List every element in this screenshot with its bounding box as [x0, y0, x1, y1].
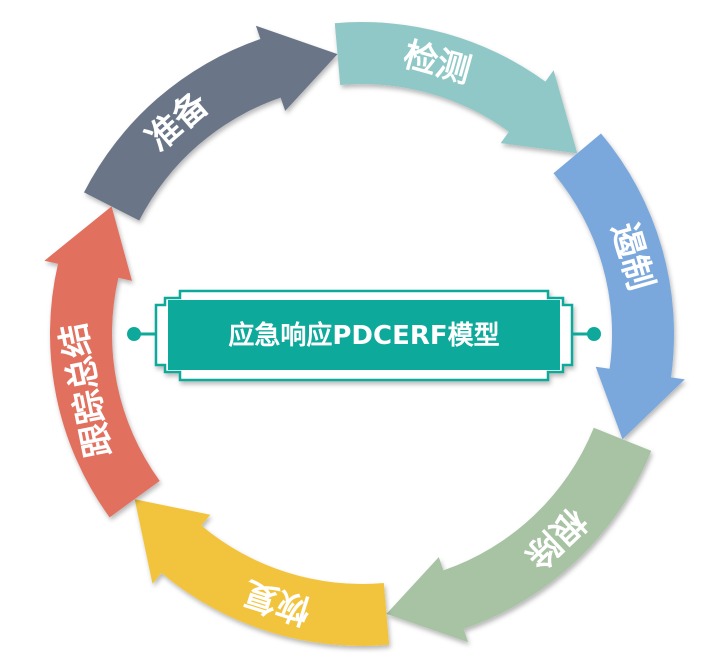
arrow-segment-contain: [553, 133, 685, 440]
arrow-segment-recover: [134, 499, 390, 646]
banner-left-knob: [127, 327, 141, 341]
title-banner: [154, 289, 574, 382]
arrow-segment-prepare: [84, 25, 338, 221]
banner-plate: [168, 300, 560, 370]
arrow-segment-track-summary: [44, 206, 160, 518]
arrow-segment-detect: [334, 22, 578, 154]
diagram-title: 应急响应PDCERF模型: [228, 320, 499, 351]
arrow-segment-eradicate: [386, 427, 652, 643]
banner-right-knob: [587, 327, 601, 341]
